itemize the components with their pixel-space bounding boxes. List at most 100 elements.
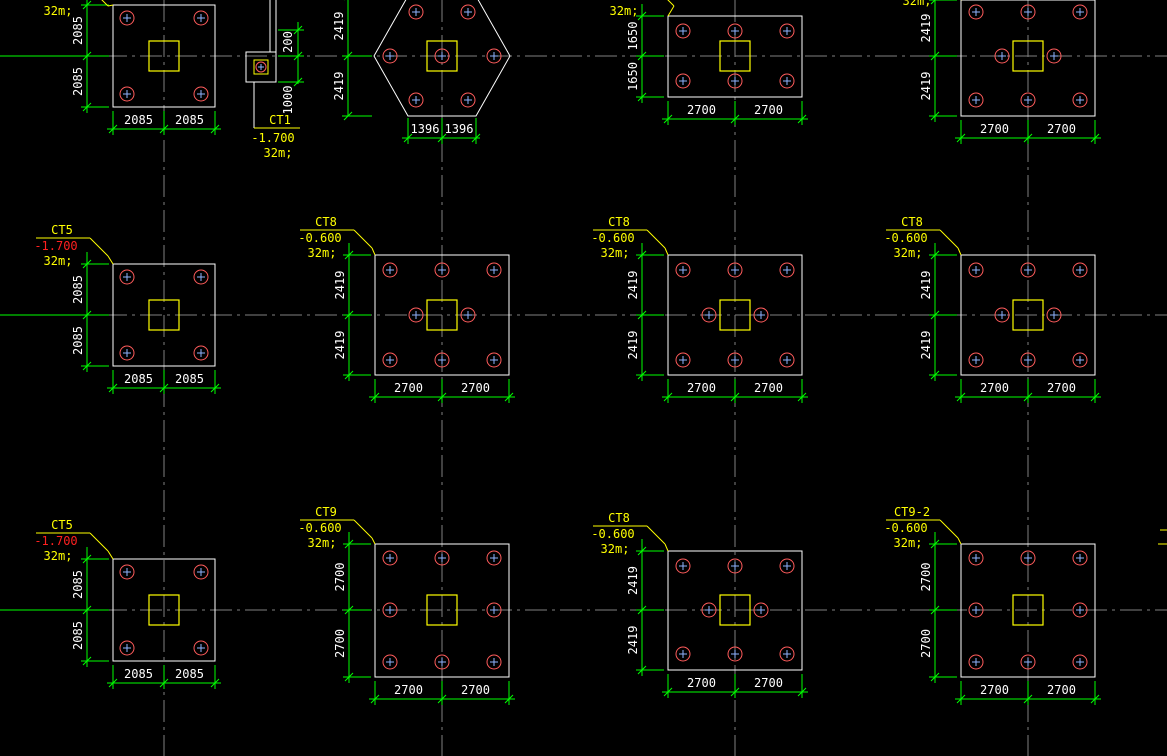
pile-circle <box>779 23 795 39</box>
dim-text-vertical: 2700 <box>919 563 933 592</box>
pile-icon <box>119 640 135 656</box>
dim-tick <box>663 114 673 124</box>
dim-text-vertical: 2085 <box>71 621 85 650</box>
pile-circle <box>382 654 398 670</box>
dim-tick <box>82 259 92 269</box>
cap-outline <box>667 550 803 671</box>
dim-tick <box>930 672 940 682</box>
dim-text-vertical: 2419 <box>626 626 640 655</box>
pile-icon <box>779 262 795 278</box>
pile-circle <box>193 269 209 285</box>
pile-length: 32m; <box>44 549 73 563</box>
dim-text-horizontal: 2700 <box>461 683 490 697</box>
dim-text-vertical: 2419 <box>919 331 933 360</box>
dim-text-horizontal: 2085 <box>175 372 204 386</box>
dim-tick <box>663 392 673 402</box>
label-leader <box>89 237 109 257</box>
cap-outline <box>960 0 1096 117</box>
pile-circle <box>434 654 450 670</box>
pile-circle <box>193 640 209 656</box>
pile-icon <box>1020 92 1036 108</box>
dim-tick <box>637 310 647 320</box>
dim-tick <box>956 133 966 143</box>
pile-icon <box>193 10 209 26</box>
pile-circle <box>408 4 424 20</box>
dim-text-horizontal: 2700 <box>1047 381 1076 395</box>
cap-elevation: -1.700 <box>251 131 294 145</box>
dim-text-vertical: 2419 <box>333 271 347 300</box>
pile-icon <box>382 550 398 566</box>
dim-tick <box>82 0 92 10</box>
pile-circle <box>1072 4 1088 20</box>
dim-tick <box>82 102 92 112</box>
pile-circle <box>1020 550 1036 566</box>
dim-tick <box>637 92 647 102</box>
pile-circle <box>727 352 743 368</box>
pile-icon <box>1072 602 1088 618</box>
pile-circle <box>968 262 984 278</box>
pile-circle <box>408 307 424 323</box>
dim-text-horizontal: 2700 <box>1047 683 1076 697</box>
dim-tick <box>82 554 92 564</box>
dim-tick <box>344 605 354 615</box>
dim-tick <box>108 124 118 134</box>
pile-circle <box>994 307 1010 323</box>
pile-icon <box>486 654 502 670</box>
pile-circle <box>779 262 795 278</box>
pile-icon <box>1072 352 1088 368</box>
pile-icon <box>1046 48 1062 64</box>
dim-tick <box>730 687 740 697</box>
pile-icon <box>434 48 450 64</box>
dim-tick <box>797 114 807 124</box>
label-leader <box>646 229 666 249</box>
cap-label: CT9-2 <box>894 505 930 519</box>
pile-icon <box>434 654 450 670</box>
dim-text-vertical: 2419 <box>626 271 640 300</box>
dim-text-vertical: 2085 <box>71 275 85 304</box>
pile-circle <box>779 352 795 368</box>
dim-tick <box>343 111 353 121</box>
dim-tick <box>210 383 220 393</box>
cap-label: CT5 <box>51 518 73 532</box>
pile-circle <box>675 646 691 662</box>
dim-text-horizontal: 2085 <box>124 667 153 681</box>
dim-text-vertical: 2419 <box>332 72 346 101</box>
column-square <box>426 299 458 331</box>
pile-icon <box>382 654 398 670</box>
pile-circle <box>1072 92 1088 108</box>
pile-circle <box>119 86 135 102</box>
dim-tick <box>504 392 514 402</box>
dim-tick <box>930 111 940 121</box>
cap-outline <box>374 254 510 376</box>
pile-icon <box>382 48 398 64</box>
pile-icon <box>193 269 209 285</box>
cap-label: CT8 <box>315 215 337 229</box>
pile-icon <box>727 352 743 368</box>
dim-text-vertical: 2419 <box>333 331 347 360</box>
cap-outline <box>960 543 1096 678</box>
dim-tick <box>471 133 481 143</box>
pile-icon <box>753 307 769 323</box>
cap-outline <box>667 254 803 376</box>
dim-tick <box>637 250 647 260</box>
pile-circle <box>779 73 795 89</box>
pile-icon <box>460 92 476 108</box>
dim-tick <box>293 77 303 87</box>
pile-icon <box>701 307 717 323</box>
pile-icon <box>675 558 691 574</box>
label-leader <box>646 525 666 545</box>
pile-circle <box>119 10 135 26</box>
label-leader <box>353 519 373 539</box>
pile-icon <box>193 345 209 361</box>
pile-circle <box>119 269 135 285</box>
pile-icon <box>434 352 450 368</box>
dim-tick <box>82 361 92 371</box>
dim-text-horizontal: 2700 <box>461 381 490 395</box>
pile-circle <box>486 654 502 670</box>
